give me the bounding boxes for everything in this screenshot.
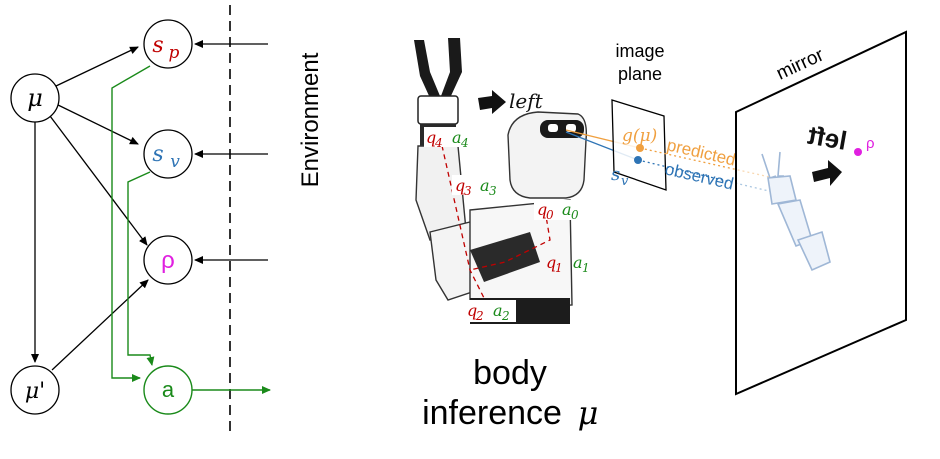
svg-text:4: 4	[434, 136, 443, 150]
node-a-label: a	[162, 377, 175, 402]
svg-text:1: 1	[555, 261, 563, 275]
robot-wrist	[417, 95, 459, 125]
ray-predicted-outer	[639, 147, 793, 183]
g-mu-label: g(μ)	[622, 126, 657, 146]
mirror-left-text: left	[805, 120, 849, 156]
caption-symbol: μ	[578, 394, 599, 432]
node-sv-label: s	[152, 142, 163, 167]
robot-kinematic-chain-shoulder	[469, 209, 551, 271]
svg-text:a: a	[562, 200, 572, 219]
svg-text:0: 0	[546, 208, 554, 222]
joint-label-1: q 1 a 1	[546, 253, 590, 275]
caption-line1: body	[473, 354, 547, 392]
node-mu-prime-label: μ'	[25, 379, 45, 404]
node-rho-label: ρ	[161, 247, 175, 274]
svg-text:q: q	[467, 301, 477, 320]
svg-text:a: a	[480, 176, 490, 195]
robot-gripper-finger-left	[414, 40, 440, 98]
svg-text:1: 1	[582, 261, 590, 275]
robot-illustration: left q 4 a 4 q 3 a 3 q 0 a 0 q 1 a 1	[414, 38, 598, 432]
robot-gripper-finger-right	[441, 38, 462, 98]
caption-line2: inference	[422, 394, 562, 432]
node-mu-label: μ	[27, 84, 43, 112]
rho-point	[854, 148, 862, 156]
joint-label-4: q 4 a 4	[424, 127, 472, 150]
svg-text:2: 2	[501, 309, 510, 323]
svg-text:q: q	[546, 253, 556, 272]
robot-kinematic-chain	[437, 127, 491, 311]
rho-label: ρ	[866, 135, 875, 152]
mirror-frame	[735, 30, 907, 396]
environment-label: Environment	[297, 52, 324, 187]
node-sp-label: s	[152, 33, 163, 58]
svg-text:q: q	[537, 200, 547, 219]
svg-text:2: 2	[475, 309, 484, 323]
node-sp-subscript: p	[169, 43, 180, 63]
sv-label: s	[611, 164, 620, 185]
graph-model: μ s p s v ρ μ' a Environment	[10, 5, 324, 436]
svg-text:q: q	[455, 176, 465, 195]
robot-shoulder-motor	[470, 232, 540, 282]
image-plane-label-2: plane	[618, 64, 662, 84]
joint-label-2: q 2 a 2	[464, 300, 516, 323]
edge-sv-a	[127, 171, 155, 366]
robot-eye-left	[548, 124, 558, 132]
node-a: a	[143, 365, 193, 415]
robot-left-label: left	[509, 89, 544, 113]
edge-muprime-rho	[51, 279, 149, 371]
robot-upper-arm	[429, 221, 479, 301]
edge-mu-rho	[49, 115, 148, 246]
svg-text:q: q	[426, 128, 436, 147]
robot-left-arrow-icon	[478, 90, 506, 114]
svg-text:4: 4	[460, 136, 469, 150]
mirror-arrow-icon	[812, 160, 842, 186]
svg-text:a: a	[573, 253, 583, 272]
node-rho: ρ	[143, 235, 193, 285]
node-mu: μ	[10, 73, 60, 123]
edge-sp-a	[111, 65, 151, 382]
node-sp: s p	[143, 19, 193, 69]
svg-text:3: 3	[464, 184, 472, 198]
edge-mu-sv	[55, 103, 139, 145]
node-mu-prime: μ'	[10, 365, 60, 415]
svg-text:a: a	[493, 301, 503, 320]
sv-sub-label: v	[621, 174, 629, 189]
svg-text:a: a	[452, 128, 462, 147]
robot-eyes	[540, 120, 584, 138]
node-sv-subscript: v	[170, 152, 180, 172]
projection-scene: image plane g(μ) s v predicted observed …	[565, 30, 907, 396]
edge-mu-sp	[55, 46, 139, 87]
joint-label-3: q 3 a 3	[452, 175, 502, 198]
node-sv: s v	[143, 129, 193, 179]
joint-label-0: q 0 a 0	[534, 200, 586, 222]
svg-text:0: 0	[571, 208, 579, 222]
svg-text:3: 3	[489, 184, 497, 198]
image-plane-label-1: image	[615, 41, 664, 61]
mirror-reflected-arm	[761, 151, 831, 272]
